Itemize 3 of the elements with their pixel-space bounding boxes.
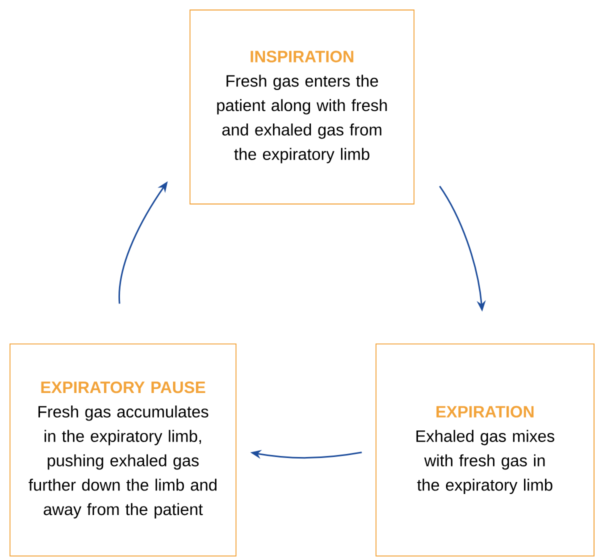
stage-box: INSPIRATION Fresh gas enters the patient along with fresh and exhaled gas from the expiratory limb bbox=[190, 10, 414, 204]
stage-box: EXPIRATORY PAUSE Fresh gas accumulates in the expiratory limb, pushing exhaled gas further down the limb and away from the patient bbox=[10, 344, 236, 556]
stage-box: EXPIRATION Exhaled gas mixes with fresh gas in the expiratory limb bbox=[376, 344, 594, 556]
